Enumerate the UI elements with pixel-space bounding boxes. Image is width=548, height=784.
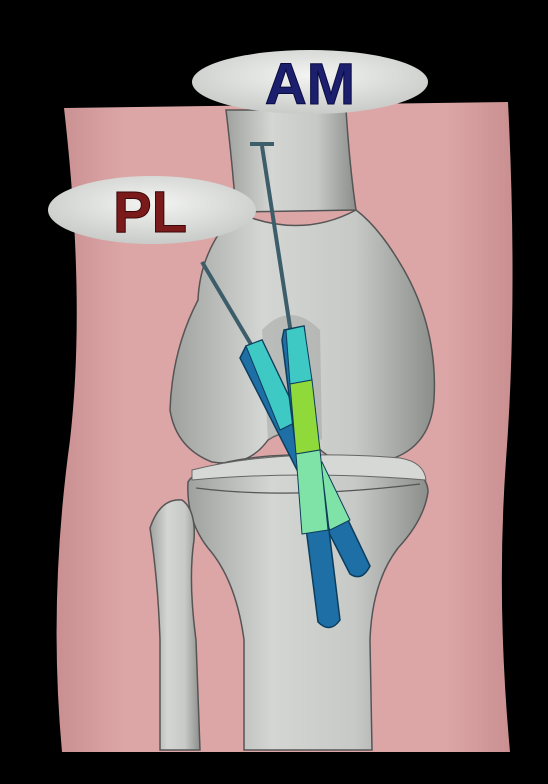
am-label-text: AM xyxy=(265,52,355,117)
pl-label-text: PL xyxy=(113,180,187,245)
